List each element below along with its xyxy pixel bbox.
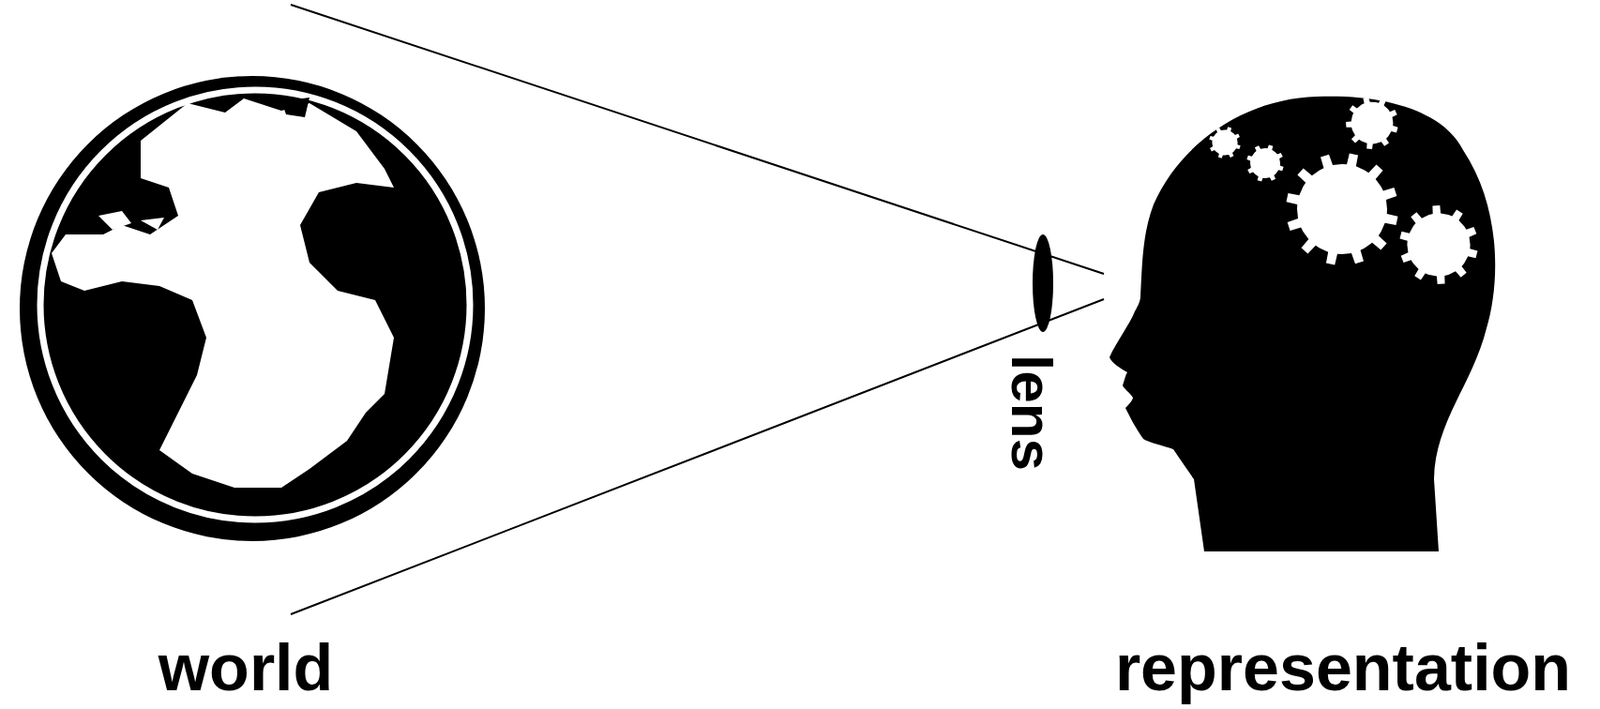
representation-label: representation bbox=[1115, 634, 1571, 701]
head-silhouette bbox=[1109, 96, 1495, 552]
lens-symbol bbox=[1032, 234, 1054, 333]
gear-icon bbox=[1345, 96, 1399, 150]
gear-icon bbox=[1246, 144, 1284, 182]
view-lines bbox=[290, 4, 1104, 615]
lens-label: lens bbox=[1002, 354, 1061, 471]
gear-icon bbox=[1286, 153, 1399, 266]
globe-icon bbox=[19, 75, 485, 542]
gear-icon bbox=[1208, 126, 1240, 158]
gear-icon bbox=[1400, 205, 1479, 285]
world-label: world bbox=[158, 634, 334, 701]
gear-icons bbox=[1208, 96, 1478, 285]
